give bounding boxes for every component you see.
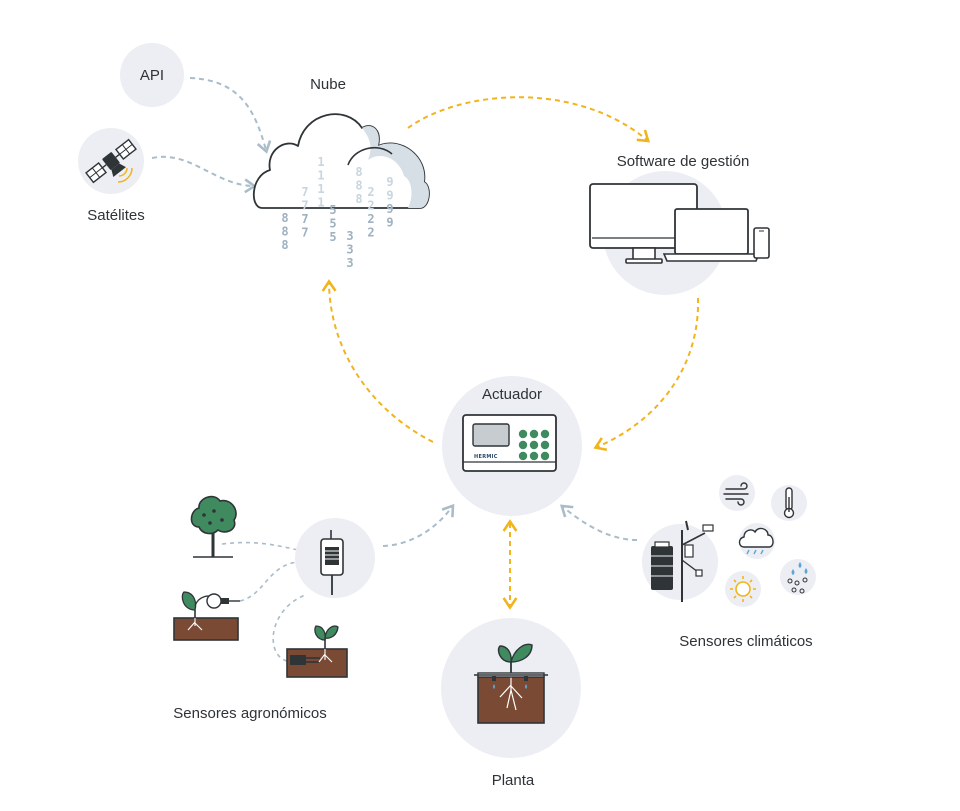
api-circle <box>120 43 184 107</box>
api-node: API <box>120 43 184 107</box>
cloud-digit: 3 <box>346 229 353 243</box>
cloud-digit: 3 <box>346 243 353 257</box>
cloud-digit: 9 <box>386 216 393 230</box>
arrow-software-to-actuator <box>593 297 700 451</box>
cloud-digit: 8 <box>281 211 288 225</box>
fruit-probe-icon <box>173 591 240 641</box>
arrow-climate-to-actuator <box>559 504 638 541</box>
cloud-digit: 2 <box>367 226 374 240</box>
cloud-digit: 7 <box>301 199 308 213</box>
satellite-signal-icon <box>117 167 133 183</box>
agro-sensors-node: Sensores agronómicos <box>173 495 375 722</box>
tree-icon <box>190 495 237 558</box>
controller-icon: HERMIC <box>462 414 557 472</box>
cloud-digit: 1 <box>317 169 324 183</box>
cloud-label: Nube <box>310 76 346 93</box>
arrow-actuator-to-cloud <box>321 279 434 443</box>
agro-sensors-label: Sensores agronómicos <box>173 705 326 722</box>
cloud-digit: 1 <box>317 196 324 210</box>
cloud-digit: 1 <box>317 155 324 169</box>
arrow-api-to-cloud <box>189 77 272 154</box>
water-drops-icon <box>787 562 808 594</box>
satellite-node: Satélites <box>78 128 145 224</box>
cable-probe-to-sensor <box>239 561 299 602</box>
plant-soil-icon <box>474 643 548 724</box>
wind-icon <box>723 482 749 506</box>
cloud-digit: 9 <box>386 175 393 189</box>
api-label: API <box>140 67 164 84</box>
cloud-digit: 8 <box>355 179 362 193</box>
cloud-digit: 8 <box>355 165 362 179</box>
devices-icon <box>589 183 770 264</box>
thermometer-icon <box>783 487 795 519</box>
cloud-digit: 2 <box>367 199 374 213</box>
controller-screen <box>472 423 510 447</box>
cloud-digit: 9 <box>386 202 393 216</box>
cloud-digit: 7 <box>301 226 308 240</box>
rain-cloud-icon <box>738 527 774 555</box>
cloud-digit: 2 <box>367 185 374 199</box>
cloud-digit: 8 <box>281 238 288 252</box>
sun-icon <box>730 576 756 602</box>
arrow-agro-to-actuator <box>382 503 455 547</box>
actuator-label: Actuador <box>482 386 542 403</box>
controller-brand: HERMIC <box>474 454 498 460</box>
cloud-digit: 7 <box>301 185 308 199</box>
software-node: Software de gestión <box>589 153 770 295</box>
climate-sensors-node: Sensores climáticos <box>642 475 816 650</box>
satellite-icon <box>85 138 137 184</box>
cloud-digit: 7 <box>301 212 308 226</box>
cloud-digit: 5 <box>329 230 336 244</box>
cloud-digit: 3 <box>346 256 353 270</box>
cloud-digit: 8 <box>281 225 288 239</box>
weather-station-icon <box>651 520 714 602</box>
plant-node: Planta <box>441 618 581 789</box>
drops-circle <box>780 559 816 595</box>
arrow-satellite-to-cloud <box>151 155 257 194</box>
cable-soil-probe-to-sensor <box>272 594 306 662</box>
cable-tree-to-sensor <box>221 541 299 551</box>
satellites-label: Satélites <box>87 207 145 224</box>
arrow-cloud-to-software <box>407 96 651 143</box>
plant-label: Planta <box>492 772 535 789</box>
wind-circle <box>719 475 755 511</box>
soil-probe-icon <box>286 625 348 678</box>
cloud-digit: 8 <box>355 192 362 206</box>
controller-keypad <box>518 429 550 461</box>
actuator-node: Actuador HERMIC <box>442 376 582 516</box>
cloud-icon <box>252 113 430 209</box>
cloud-digit: 5 <box>329 217 336 231</box>
software-label: Software de gestión <box>617 153 750 170</box>
cloud-digit: 9 <box>386 189 393 203</box>
cloud-digit: 5 <box>329 203 336 217</box>
sensor-box-icon <box>320 530 344 595</box>
cloud-digit: 2 <box>367 212 374 226</box>
cloud-digit: 1 <box>317 182 324 196</box>
climate-sensors-label: Sensores climáticos <box>679 633 812 650</box>
